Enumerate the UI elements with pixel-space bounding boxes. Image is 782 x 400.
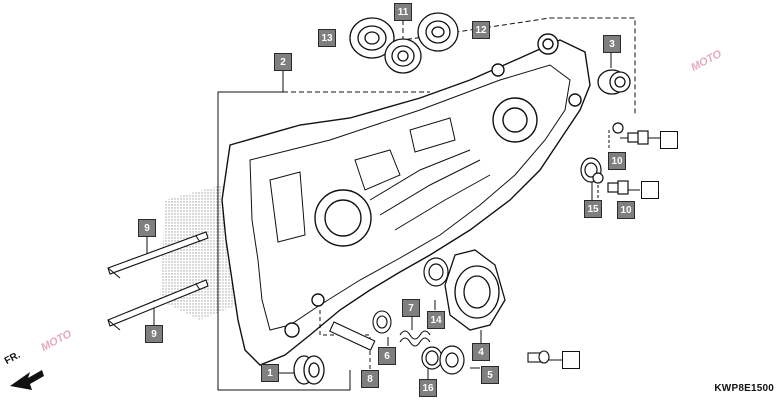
callout-1[interactable]: 1 xyxy=(261,364,279,382)
cover-4 xyxy=(444,249,506,331)
bearing-13 xyxy=(349,17,395,59)
callout-4[interactable]: 4 xyxy=(472,343,490,361)
callout-10-lower[interactable]: 10 xyxy=(617,201,635,219)
front-arrow xyxy=(10,370,44,390)
cap-5 xyxy=(439,345,465,375)
callout-7[interactable]: 7 xyxy=(402,299,420,317)
stud-bolt-9-lower xyxy=(107,279,209,331)
callout-3[interactable]: 3 xyxy=(603,35,621,53)
callout-9-lower[interactable]: 9 xyxy=(145,325,163,343)
shaft-6 xyxy=(329,310,392,351)
stud-bolt-9-upper xyxy=(107,231,209,279)
ring-16 xyxy=(421,346,443,370)
ref-box-lower xyxy=(562,351,580,369)
bolt-cover xyxy=(527,350,550,364)
bolt-upper-right xyxy=(612,122,649,145)
ref-box-middle xyxy=(641,181,659,199)
crankcase-left xyxy=(221,33,591,366)
bearing-12 xyxy=(417,12,459,52)
bearing-3 xyxy=(597,69,631,95)
callout-9-upper[interactable]: 9 xyxy=(138,219,156,237)
callout-5[interactable]: 5 xyxy=(481,366,499,384)
callout-12[interactable]: 12 xyxy=(472,21,490,39)
callout-15[interactable]: 15 xyxy=(584,200,602,218)
bearing-1 xyxy=(293,355,325,385)
callout-8[interactable]: 8 xyxy=(361,370,379,388)
bearing-11 xyxy=(384,38,422,74)
callout-13[interactable]: 13 xyxy=(318,29,336,47)
callout-14[interactable]: 14 xyxy=(427,311,445,329)
callout-16[interactable]: 16 xyxy=(419,379,437,397)
callout-2[interactable]: 2 xyxy=(274,53,292,71)
callout-6[interactable]: 6 xyxy=(378,347,396,365)
bearing-14 xyxy=(423,257,449,287)
bolt-lower-right xyxy=(592,172,629,195)
callout-11[interactable]: 11 xyxy=(394,3,412,21)
spring-7 xyxy=(399,330,431,347)
callout-10-upper[interactable]: 10 xyxy=(608,152,626,170)
ref-box-upper xyxy=(660,131,678,149)
diagram-code: KWP8E1500 xyxy=(714,383,774,394)
